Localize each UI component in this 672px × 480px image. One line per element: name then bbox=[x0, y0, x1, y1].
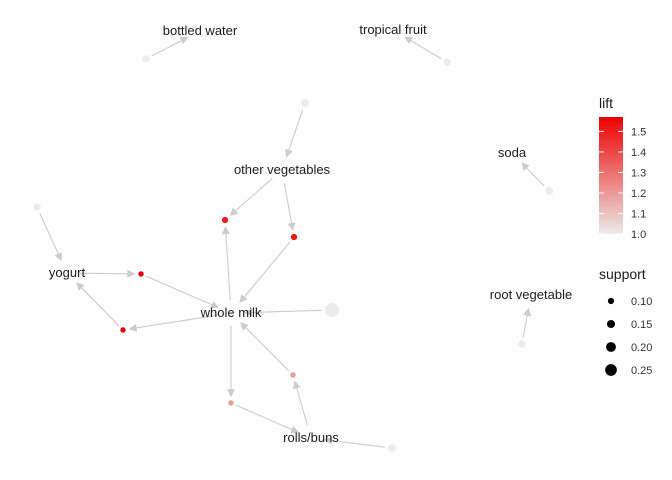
rule-node bbox=[544, 186, 554, 196]
edge-arrowhead bbox=[404, 36, 414, 45]
support-legend-title: support bbox=[599, 266, 646, 282]
support-tick-label: 0.25 bbox=[631, 365, 652, 377]
item-label: soda bbox=[498, 145, 527, 160]
edge-r_soda-to-soda bbox=[524, 166, 545, 187]
edge-other_vegetables-to-r_ov_wm_1 bbox=[233, 178, 273, 213]
edge-r_tf_bw-to-tropical_fruit bbox=[409, 39, 442, 60]
rule-node bbox=[443, 58, 451, 66]
lift-tick-label: 1.5 bbox=[631, 126, 646, 138]
edge-r_root-to-root_vegetable bbox=[522, 313, 529, 338]
rule-node bbox=[325, 303, 339, 317]
support-legend-dot bbox=[606, 319, 616, 329]
edge-arrowhead bbox=[287, 222, 296, 231]
edge-arrowhead bbox=[240, 322, 249, 331]
edge-r_wm_yog-to-yogurt bbox=[79, 286, 120, 327]
edge-r_a-to-other_vegetables bbox=[287, 109, 304, 153]
rule-node bbox=[290, 233, 298, 241]
edge-arrowhead bbox=[221, 226, 230, 235]
edge-arrowhead bbox=[243, 308, 253, 317]
edge-whole_milk-to-r_ov_wm_1 bbox=[225, 232, 231, 301]
lift-colorbar bbox=[599, 117, 623, 234]
edge-arrowhead bbox=[292, 380, 301, 390]
support-tick-label: 0.15 bbox=[631, 319, 652, 331]
item-labels-layer: bottled water tropical fruit other vegetab… bbox=[49, 22, 572, 445]
rule-node bbox=[300, 98, 310, 108]
edge-r_rolls-to-rolls_buns bbox=[329, 439, 386, 448]
support-tick-label: 0.10 bbox=[631, 296, 652, 308]
edge-r_yog_wm-to-whole_milk bbox=[146, 275, 214, 306]
edge-arrowhead bbox=[210, 300, 220, 309]
item-label: rolls/buns bbox=[283, 430, 339, 445]
edge-r_b-to-yogurt bbox=[39, 212, 60, 256]
item-label: tropical fruit bbox=[359, 22, 427, 37]
rule-node bbox=[138, 271, 144, 277]
rule-node bbox=[228, 400, 234, 406]
support-legend-dot bbox=[607, 297, 615, 305]
edge-r_rb_wm-to-whole_milk bbox=[244, 326, 290, 372]
rule-node bbox=[387, 443, 397, 453]
edge-other_vegetables-to-r_ov_wm_2 bbox=[283, 182, 293, 226]
edge-arrowhead bbox=[227, 389, 235, 398]
rule-node bbox=[221, 216, 229, 224]
rule-nodes-layer bbox=[33, 55, 554, 453]
edge-arrowhead bbox=[54, 252, 62, 262]
edge-arrowhead bbox=[127, 269, 136, 278]
rule-node bbox=[142, 55, 150, 63]
edge-arrowhead bbox=[239, 294, 248, 303]
edge-arrowhead bbox=[229, 207, 239, 216]
rule-node bbox=[33, 203, 41, 211]
item-label: other vegetables bbox=[234, 162, 331, 177]
edge-arrowhead bbox=[523, 307, 532, 317]
edge-rolls_buns-to-r_rb_wm bbox=[295, 386, 308, 426]
edge-yogurt-to-r_yog_wm bbox=[79, 272, 130, 275]
support-legend: support 0.10 0.15 0.20 0.25 bbox=[599, 266, 652, 377]
lift-tick-label: 1.0 bbox=[631, 229, 646, 241]
edge-arrowhead bbox=[128, 323, 138, 332]
edge-arrowhead bbox=[179, 36, 189, 45]
lift-tick-label: 1.4 bbox=[631, 147, 646, 159]
support-legend-dot bbox=[606, 342, 616, 352]
rule-node bbox=[290, 372, 296, 378]
edge-whole_milk-to-r_wm_yog bbox=[134, 314, 219, 329]
support-legend-dot bbox=[605, 364, 617, 376]
edge-arrowhead bbox=[290, 425, 300, 434]
item-label: root vegetable bbox=[490, 287, 572, 302]
rule-node bbox=[518, 340, 526, 348]
edge-arrowhead bbox=[521, 162, 530, 171]
item-label: whole milk bbox=[200, 305, 262, 320]
item-label: bottled water bbox=[163, 23, 238, 38]
lift-tick-label: 1.2 bbox=[631, 188, 646, 200]
edge-r_ov_wm_2-to-whole_milk bbox=[242, 241, 291, 299]
edge-arrowhead bbox=[76, 282, 85, 291]
edge-arrowhead bbox=[285, 148, 293, 158]
lift-tick-label: 1.3 bbox=[631, 167, 646, 179]
lift-legend: lift 1.5 1.4 1.3 1.2 1.1 1.0 bbox=[599, 95, 646, 241]
edges-layer bbox=[39, 36, 545, 448]
edge-r_wm-to-whole_milk bbox=[249, 309, 323, 313]
rule-node bbox=[120, 327, 126, 333]
edge-r_bw_tf-to-bottled_water bbox=[151, 39, 184, 57]
edge-arrowhead bbox=[323, 436, 333, 445]
lift-tick-label: 1.1 bbox=[631, 208, 646, 220]
support-tick-label: 0.20 bbox=[631, 342, 652, 354]
item-label: yogurt bbox=[49, 265, 86, 280]
edge-r_wm_rb-to-rolls_buns bbox=[236, 404, 294, 431]
lift-legend-title: lift bbox=[599, 95, 613, 111]
